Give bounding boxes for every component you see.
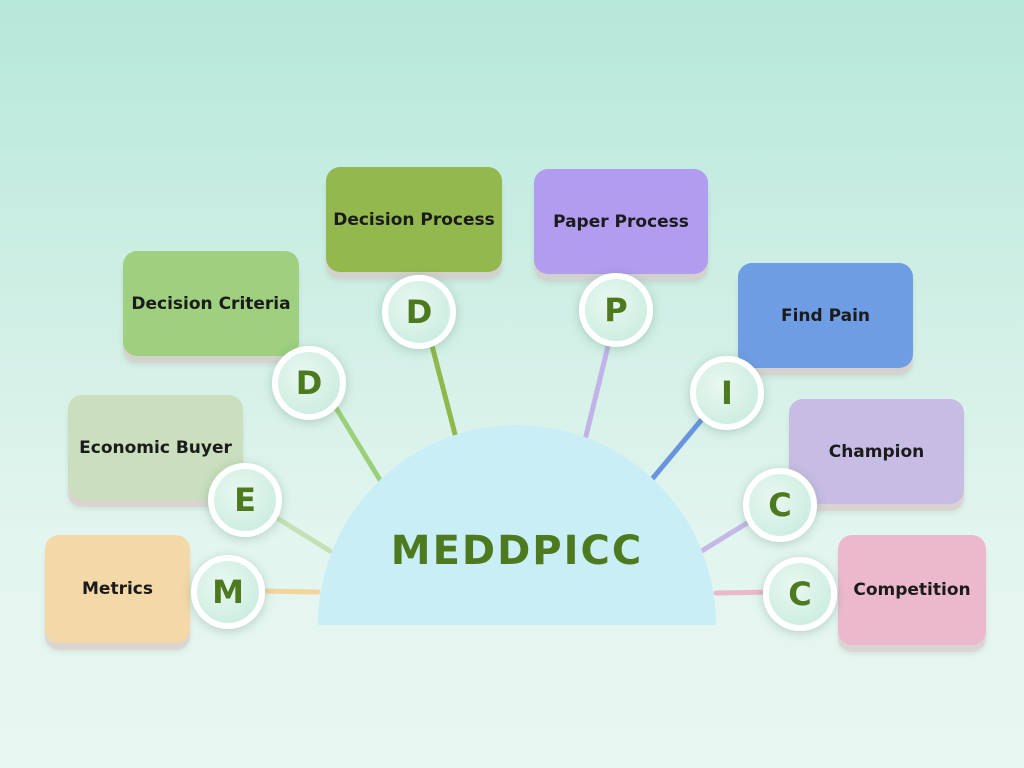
line-paper-process [582,335,613,443]
letter-circle-metrics: M [191,555,265,629]
card-label: Economic Buyer [79,437,232,458]
card-find-pain: Find Pain [738,263,913,368]
letter-circle-champion: C [743,468,817,542]
card-label: Metrics [82,579,153,599]
card-decision-process: Decision Process [326,167,502,272]
card-label: Competition [853,580,971,600]
letter-circle-paper-process: P [579,273,653,347]
line-champion [697,517,755,555]
card-metrics: Metrics [45,535,190,643]
hub-title: MEDDPICC [390,528,644,574]
line-decision-criteria [327,395,383,483]
card-champion: Champion [789,399,964,504]
card-competition: Competition [838,535,986,645]
card-label: Champion [828,441,925,462]
letter-circle-find-pain: I [690,356,764,430]
card-label: Paper Process [553,211,689,232]
line-decision-process [427,335,459,441]
line-metrics [255,588,321,595]
card-label: Find Pain [780,305,871,326]
letter-circle-competition: C [763,557,837,631]
card-label: Decision Process [333,209,495,230]
card-label: Decision Criteria [131,293,291,314]
card-paper-process: Paper Process [534,169,708,274]
line-find-pain [650,409,711,481]
line-economic-buyer [269,512,333,554]
letter-circle-decision-criteria: D [272,346,346,420]
card-decision-criteria: Decision Criteria [123,251,299,356]
letter-circle-decision-process: D [382,275,456,349]
letter-circle-economic-buyer: E [208,463,282,537]
